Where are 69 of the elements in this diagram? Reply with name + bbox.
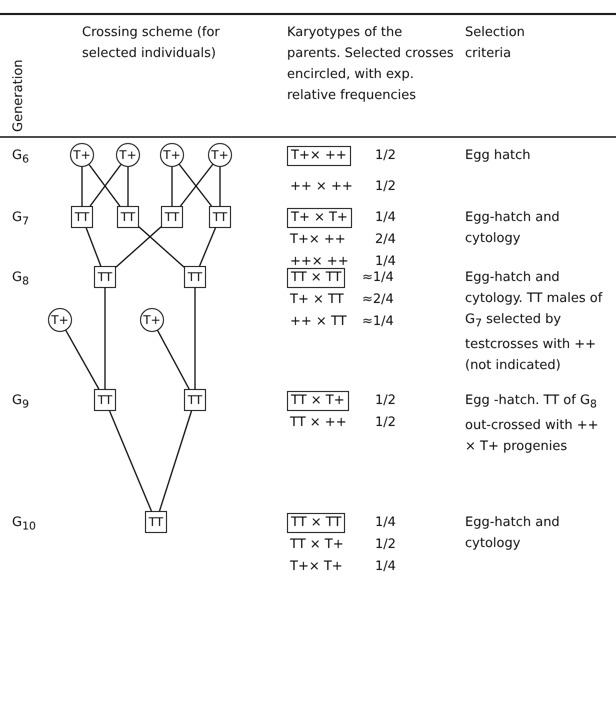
frequency-label: 1/2	[375, 392, 396, 410]
female-circle: T+	[160, 143, 184, 167]
selected-cross: TT × T+	[287, 391, 349, 411]
female-circle: T+	[48, 308, 72, 332]
column-header: Karyotypes of the parents. Selected crosses encircled, with exp. relative frequencies	[287, 24, 455, 105]
descent-line	[116, 226, 162, 268]
criteria-text: Egg-hatch and cytology. TT males of G$_{7}$ selected by testcrosses with ++ (not indicated)	[465, 269, 604, 375]
male-box: TT	[94, 389, 116, 411]
generation-label: G$_{7}$	[12, 209, 29, 230]
column-header: Generation	[10, 58, 27, 132]
descent-line	[138, 226, 184, 268]
frequency-label: 1/2	[375, 178, 396, 196]
male-box: TT	[71, 206, 93, 228]
selected-cross: TT × TT	[287, 513, 346, 533]
frequency-label: 1/2	[375, 414, 396, 432]
frequency-label: 2/4	[375, 231, 396, 249]
frequency-label: 1/4	[375, 558, 396, 576]
column-header: Crossing scheme (for selected individuals)	[82, 24, 221, 63]
generation-label: G$_{10}$	[12, 514, 36, 535]
male-box: TT	[161, 206, 183, 228]
criteria-text: Egg -hatch. TT of G$_{8}$ out-crossed with ++ × T+ progenies	[465, 392, 600, 456]
cross-text: ++ × ++	[290, 178, 353, 196]
frequency-label: ≈2/4	[362, 291, 394, 309]
male-box: TT	[117, 206, 139, 228]
cross-text: TT × T+	[290, 536, 344, 554]
descent-line	[109, 410, 152, 512]
frequency-label: 1/4	[375, 514, 396, 532]
generation-label: G$_{6}$	[12, 147, 29, 168]
descent-line	[158, 410, 192, 512]
frequency-label: ≈1/4	[362, 269, 394, 287]
female-circle: T+	[208, 143, 232, 167]
female-circle: T+	[70, 143, 94, 167]
frequency-label: 1/2	[375, 536, 396, 554]
cross-text: T+× ++	[290, 231, 346, 249]
frequency-label: 1/2	[375, 147, 396, 165]
criteria-text: Egg-hatch and cytology	[465, 514, 561, 553]
female-circle: T+	[140, 308, 164, 332]
male-box: TT	[184, 266, 206, 288]
cross-text: T+× T+	[290, 558, 343, 576]
descent-line	[86, 228, 102, 266]
male-box: TT	[184, 389, 206, 411]
frequency-label: 1/4	[375, 209, 396, 227]
frequency-label: 1/4	[375, 253, 396, 271]
generation-label: G$_{9}$	[12, 392, 29, 413]
cross-text: ++ × TT	[290, 313, 347, 331]
descent-line	[127, 167, 129, 206]
selected-cross: T+× ++	[287, 146, 351, 166]
descent-line	[104, 288, 106, 389]
criteria-text: Egg hatch	[465, 147, 532, 165]
descent-line	[171, 167, 173, 206]
column-header: Selection criteria	[465, 24, 526, 63]
male-box: TT	[209, 206, 231, 228]
descent-line	[194, 288, 196, 389]
descent-line	[219, 167, 221, 206]
criteria-text: Egg-hatch and cytology	[465, 209, 561, 248]
selected-cross: T+ × T+	[287, 208, 352, 228]
male-box: TT	[94, 266, 116, 288]
selected-cross: TT × TT	[287, 268, 346, 288]
cross-text: TT × ++	[290, 414, 347, 432]
cross-text: T+ × TT	[290, 291, 344, 309]
frequency-label: ≈1/4	[362, 313, 394, 331]
generation-label: G$_{8}$	[12, 269, 29, 290]
descent-line	[198, 228, 216, 266]
male-box: TT	[145, 511, 167, 533]
descent-line	[81, 167, 83, 206]
cross-text: ++× ++	[290, 253, 349, 271]
descent-line	[157, 330, 190, 390]
descent-line	[65, 330, 100, 390]
female-circle: T+	[116, 143, 140, 167]
